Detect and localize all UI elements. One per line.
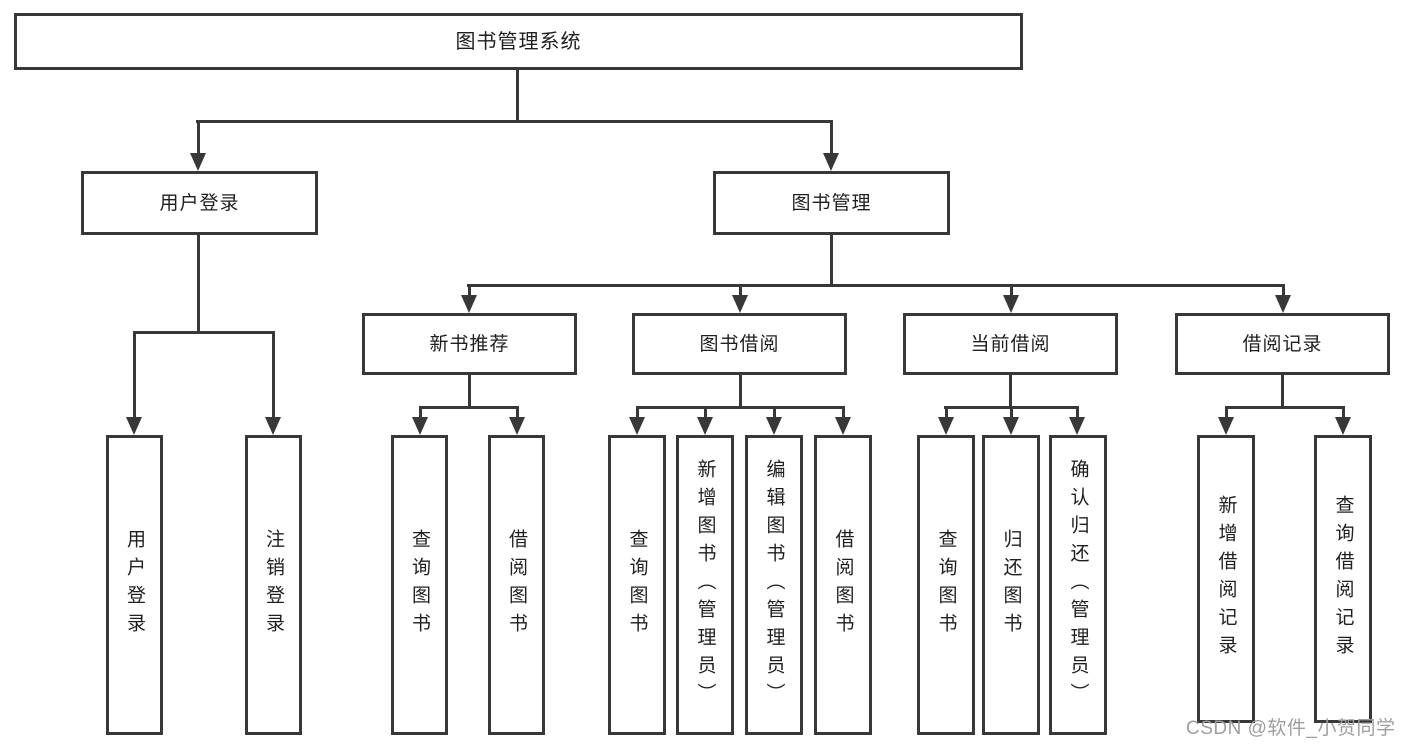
leaf-add-book-admin-label: 新增图书（管理员） (694, 459, 716, 711)
leaf-query-borrow-record-label: 查询借阅记录 (1332, 495, 1354, 663)
connector-line (739, 284, 742, 298)
connector-line (516, 406, 519, 419)
connector-line (196, 120, 833, 123)
leaf-add-borrow-record: 新增借阅记录 (1197, 435, 1255, 723)
leaf-logout-label: 注销登录 (263, 529, 284, 641)
node-book-management-label: 图书管理 (791, 192, 872, 214)
node-new-book-recommend: 新书推荐 (362, 313, 577, 375)
node-borrow-records: 借阅记录 (1175, 313, 1390, 375)
leaf-borrow-books-recommend: 借阅图书 (488, 435, 545, 735)
arrow-down-icon (938, 417, 954, 435)
leaf-query-books-recommend-label: 查询图书 (409, 529, 430, 641)
arrow-down-icon (1275, 295, 1291, 313)
connector-line (1225, 406, 1344, 409)
arrow-down-icon (823, 153, 839, 171)
leaf-return-book-label: 归还图书 (1000, 529, 1022, 641)
connector-line (830, 234, 833, 286)
connector-line (636, 406, 845, 409)
connector-line (636, 406, 639, 419)
leaf-logout: 注销登录 (245, 435, 302, 735)
arrow-down-icon (1003, 417, 1019, 435)
connector-line (1009, 374, 1012, 409)
connector-line (1342, 406, 1345, 419)
arrow-down-icon (509, 417, 525, 435)
leaf-add-borrow-record-label: 新增借阅记录 (1215, 495, 1237, 663)
connector-line (467, 284, 1285, 287)
connector-line (133, 331, 136, 419)
leaf-query-books-borrow: 查询图书 (608, 435, 666, 735)
node-user-login: 用户登录 (81, 171, 318, 235)
connector-line (704, 406, 707, 419)
arrow-down-icon (835, 417, 851, 435)
connector-line (739, 374, 742, 409)
node-new-book-recommend-label: 新书推荐 (429, 333, 510, 355)
arrow-down-icon (629, 417, 645, 435)
watermark: CSDN @软件_小贺同学 (1186, 718, 1396, 739)
node-user-login-label: 用户登录 (159, 192, 240, 214)
node-current-borrow-label: 当前借阅 (970, 333, 1051, 355)
leaf-query-books-current: 查询图书 (917, 435, 975, 735)
connector-line (197, 120, 200, 154)
connector-line (1282, 284, 1285, 298)
node-root: 图书管理系统 (14, 13, 1023, 70)
connector-line (1225, 406, 1228, 419)
leaf-confirm-return-admin: 确认归还（管理员） (1049, 435, 1107, 735)
connector-line (516, 68, 519, 122)
node-current-borrow: 当前借阅 (903, 313, 1118, 375)
connector-line (830, 120, 833, 154)
connector-line (1076, 406, 1079, 419)
connector-line (773, 406, 776, 419)
arrow-down-icon (461, 295, 477, 313)
leaf-edit-book-admin: 编辑图书（管理员） (745, 435, 803, 735)
leaf-query-books-recommend: 查询图书 (391, 435, 448, 735)
connector-line (945, 406, 948, 419)
leaf-add-book-admin: 新增图书（管理员） (676, 435, 734, 735)
leaf-query-books-borrow-label: 查询图书 (626, 529, 648, 641)
leaf-borrow-books-borrow-label: 借阅图书 (832, 529, 854, 641)
arrow-down-icon (412, 417, 428, 435)
node-root-label: 图书管理系统 (455, 30, 582, 53)
connector-line (1010, 284, 1013, 298)
node-book-borrow: 图书借阅 (632, 313, 847, 375)
arrow-down-icon (732, 295, 748, 313)
connector-line (468, 374, 471, 409)
connector-line (133, 331, 275, 334)
connector-line (272, 331, 275, 419)
arrow-down-icon (1335, 417, 1351, 435)
leaf-return-book: 归还图书 (982, 435, 1040, 735)
leaf-borrow-books-borrow: 借阅图书 (814, 435, 872, 735)
node-book-management: 图书管理 (713, 171, 950, 235)
arrow-down-icon (1069, 417, 1085, 435)
connector-line (419, 406, 518, 409)
connector-line (1010, 406, 1013, 419)
arrow-down-icon (126, 417, 142, 435)
arrow-down-icon (190, 153, 206, 171)
arrow-down-icon (265, 417, 281, 435)
connector-line (197, 234, 200, 334)
connector-line (842, 406, 845, 419)
leaf-user-login: 用户登录 (106, 435, 163, 735)
leaf-query-books-current-label: 查询图书 (935, 529, 957, 641)
arrow-down-icon (1218, 417, 1234, 435)
connector-line (1281, 374, 1284, 409)
arrow-down-icon (1003, 295, 1019, 313)
leaf-borrow-books-recommend-label: 借阅图书 (506, 529, 527, 641)
node-borrow-records-label: 借阅记录 (1242, 333, 1323, 355)
leaf-edit-book-admin-label: 编辑图书（管理员） (763, 459, 785, 711)
arrow-down-icon (697, 417, 713, 435)
leaf-query-borrow-record: 查询借阅记录 (1314, 435, 1372, 723)
arrow-down-icon (766, 417, 782, 435)
connector-line (468, 284, 471, 298)
connector-line (419, 406, 422, 419)
node-book-borrow-label: 图书借阅 (699, 333, 780, 355)
leaf-confirm-return-admin-label: 确认归还（管理员） (1067, 459, 1089, 711)
leaf-user-login-label: 用户登录 (124, 529, 145, 641)
